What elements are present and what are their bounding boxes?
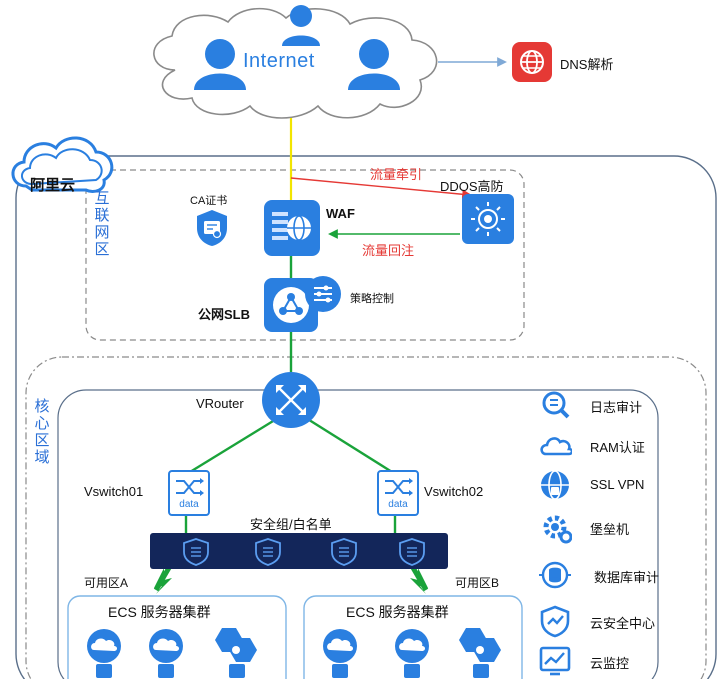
- shield-icon: [538, 604, 572, 643]
- database-icon: [538, 558, 572, 597]
- vswitch02-label: Vswitch02: [424, 484, 484, 499]
- users-icon: [194, 5, 400, 90]
- vrouter-label: VRouter: [196, 396, 244, 411]
- waf-label: WAF: [326, 206, 355, 221]
- ddos-icon: [462, 194, 514, 244]
- globe-icon: [538, 468, 572, 507]
- vswitch01-label: Vswitch01: [84, 484, 144, 499]
- policy-label: 策略控制: [350, 293, 394, 305]
- ecs-cluster-b-title: ECS 服务器集群: [346, 604, 449, 620]
- security-service-label: 云监控: [590, 656, 630, 671]
- core-inner-border: [57, 389, 659, 679]
- security-service-label: RAM认证: [590, 440, 645, 455]
- core-zone-label: 核心区域: [34, 398, 50, 466]
- security-group-label: 安全组/白名单: [250, 517, 332, 532]
- cloud-icon: [538, 428, 574, 467]
- security-service-label: 堡垒机: [590, 522, 630, 537]
- dns-label: DNS解析: [560, 57, 614, 72]
- security-group-shields: [183, 538, 425, 566]
- ecs-cluster-a-box: [67, 595, 287, 679]
- ddos-label: DDOS高防: [440, 179, 504, 194]
- ecs-cluster-b-box: [303, 595, 523, 679]
- security-group-bar: [150, 533, 448, 569]
- ca-label: CA证书: [190, 195, 228, 207]
- slb-label: 公网SLB: [198, 307, 251, 322]
- policy-control-icon: [305, 276, 341, 312]
- internet-label: Internet: [243, 50, 315, 72]
- security-service-label: SSL VPN: [590, 477, 645, 492]
- search-icon: [538, 388, 572, 427]
- az-b-label: 可用区B: [455, 576, 500, 590]
- vrouter-icon: [262, 372, 320, 428]
- internet-zone-label: 互联网区: [94, 190, 110, 258]
- internet-cloud: [153, 7, 438, 119]
- security-service-label: 云安全中心: [590, 616, 656, 631]
- aliyun-region-border: [15, 155, 717, 679]
- core-zone-border: [25, 356, 707, 679]
- traffic-out-arrow: [290, 177, 472, 200]
- security-service-label: 日志审计: [590, 400, 643, 415]
- security-service-label: 数据库审计: [594, 570, 660, 585]
- traffic-back-label: 流量回注: [362, 244, 415, 259]
- vswitch01-data-text: data: [179, 499, 199, 510]
- traffic-out-label: 流量牵引: [370, 168, 423, 183]
- waf-icon: [264, 200, 320, 256]
- ecs-cluster-b-servers: [323, 628, 501, 678]
- aliyun-cloud-icon: [11, 136, 114, 194]
- vrouter-vs1-link: [189, 416, 279, 474]
- ecs-cluster-a-title: ECS 服务器集群: [108, 604, 211, 620]
- vswitch02-data-text: data: [388, 499, 408, 510]
- aliyun-badge-label: 阿里云: [30, 177, 76, 194]
- dns-icon: [512, 42, 552, 82]
- internet-zone-border: [85, 169, 525, 341]
- vswitch01-icon: data: [168, 470, 210, 516]
- ecs-cluster-a-servers: [87, 628, 257, 678]
- monitor-icon: [538, 644, 572, 683]
- az-a-label: 可用区A: [84, 576, 129, 590]
- vswitch02-icon: data: [377, 470, 419, 516]
- gear-icon: [538, 510, 573, 549]
- certificate-icon: [197, 210, 227, 246]
- vrouter-vs2-link: [305, 416, 393, 474]
